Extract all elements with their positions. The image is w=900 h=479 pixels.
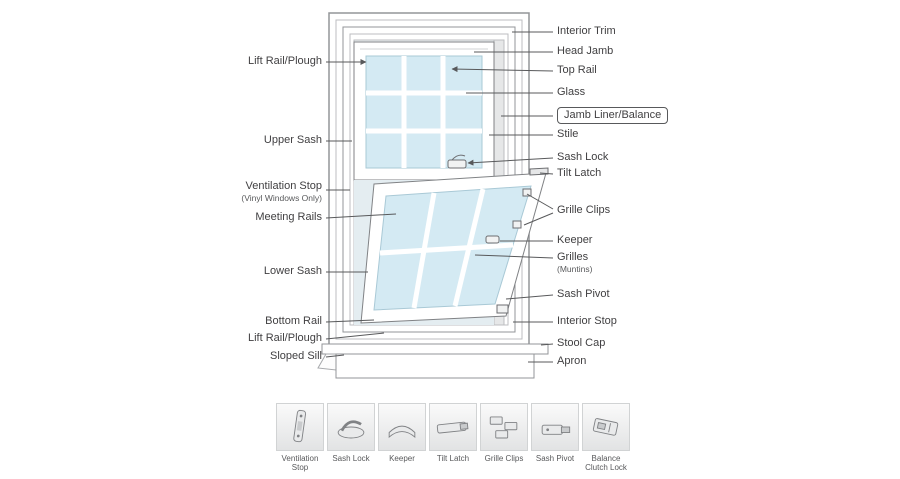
lower-sash: [360, 172, 547, 324]
thumbnail-sash-pivot-box[interactable]: [531, 403, 579, 451]
ventilation-stop-icon: [293, 409, 307, 443]
upper-sash: [353, 41, 495, 181]
thumbnail-grille-clips-label: Grille Clips: [484, 454, 524, 463]
keeper-icon: [388, 425, 416, 439]
thumbnail-ventilation-stop-box[interactable]: [276, 403, 324, 451]
label-grilles: Grilles (Muntins): [557, 251, 592, 274]
label-upper-sash: Upper Sash: [263, 134, 322, 146]
thumbnail-tilt-latch-box[interactable]: [429, 403, 477, 451]
label-sloped-sill: Sloped Sill: [270, 350, 322, 362]
grille-clip-1: [522, 188, 532, 197]
thumbnail-balance-clutch-lock: Balance Clutch Lock: [582, 403, 630, 472]
thumbnail-sash-lock-box[interactable]: [327, 403, 375, 451]
thumbnail-ventilation-stop-label: Ventilation Stop: [281, 454, 319, 472]
thumbnail-keeper: Keeper: [378, 403, 426, 472]
thumbnail-balance-clutch-lock-label: Balance Clutch Lock: [585, 454, 627, 472]
balance-clutch-lock-icon: [592, 418, 619, 436]
thumbnail-sash-pivot-label: Sash Pivot: [535, 454, 575, 463]
sash-pivot-icon: [541, 424, 571, 435]
sash-lock-hardware: [447, 154, 467, 169]
thumbnail-keeper-box[interactable]: [378, 403, 426, 451]
label-lower-sash: Lower Sash: [263, 265, 322, 277]
grille-clips-icon: [489, 416, 518, 439]
label-grilles-text: Grilles: [557, 251, 589, 263]
thumbnail-sash-pivot: Sash Pivot: [531, 403, 579, 472]
label-apron: Apron: [557, 355, 587, 367]
sash-pivot-hardware: [496, 304, 509, 314]
sash-lock-icon: [337, 420, 365, 439]
thumbnail-sash-lock: Sash Lock: [327, 403, 375, 472]
label-ventilation-stop-sub: (Vinyl Windows Only): [241, 193, 322, 203]
label-sash-pivot: Sash Pivot: [557, 288, 610, 300]
label-grilles-sub: (Muntins): [557, 264, 593, 274]
thumbnail-keeper-label: Keeper: [389, 454, 415, 463]
label-stool-cap: Stool Cap: [557, 337, 606, 349]
label-interior-trim: Interior Trim: [557, 25, 616, 37]
label-keeper: Keeper: [557, 234, 593, 246]
label-jamb-liner-balance: Jamb Liner/Balance: [557, 107, 669, 124]
thumbnail-balance-clutch-lock-box[interactable]: [582, 403, 630, 451]
hardware-thumbnail-row: Ventilation Stop Sash Lock Keeper: [276, 403, 630, 472]
label-stile: Stile: [557, 128, 579, 140]
label-tilt-latch: Tilt Latch: [557, 167, 602, 179]
label-top-rail: Top Rail: [557, 64, 597, 76]
label-lift-rail-plough-lower: Lift Rail/Plough: [248, 332, 322, 344]
label-grille-clips: Grille Clips: [557, 204, 611, 216]
sill-assembly: [317, 343, 549, 379]
label-glass: Glass: [557, 86, 586, 98]
leader-lines: [325, 31, 554, 363]
thumbnail-tilt-latch-label: Tilt Latch: [436, 454, 470, 463]
label-head-jamb: Head Jamb: [557, 45, 614, 57]
thumbnail-grille-clips-box[interactable]: [480, 403, 528, 451]
label-ventilation-stop: Ventilation Stop (Vinyl Windows Only): [241, 180, 322, 203]
label-bottom-rail: Bottom Rail: [265, 315, 322, 327]
tilt-latch-icon: [436, 421, 469, 434]
keeper-hardware: [485, 235, 500, 244]
grille-clip-2: [512, 220, 522, 229]
label-meeting-rails: Meeting Rails: [255, 211, 322, 223]
label-ventilation-stop-text: Ventilation Stop: [245, 180, 322, 192]
thumbnail-tilt-latch: Tilt Latch: [429, 403, 477, 472]
label-lift-rail-plough-upper: Lift Rail/Plough: [248, 55, 322, 67]
thumbnail-sash-lock-label: Sash Lock: [332, 454, 370, 463]
label-interior-stop: Interior Stop: [557, 315, 617, 327]
thumbnail-grille-clips: Grille Clips: [480, 403, 528, 472]
tilt-latch-hardware: [529, 167, 549, 176]
thumbnail-ventilation-stop: Ventilation Stop: [276, 403, 324, 472]
label-sash-lock: Sash Lock: [557, 151, 609, 163]
